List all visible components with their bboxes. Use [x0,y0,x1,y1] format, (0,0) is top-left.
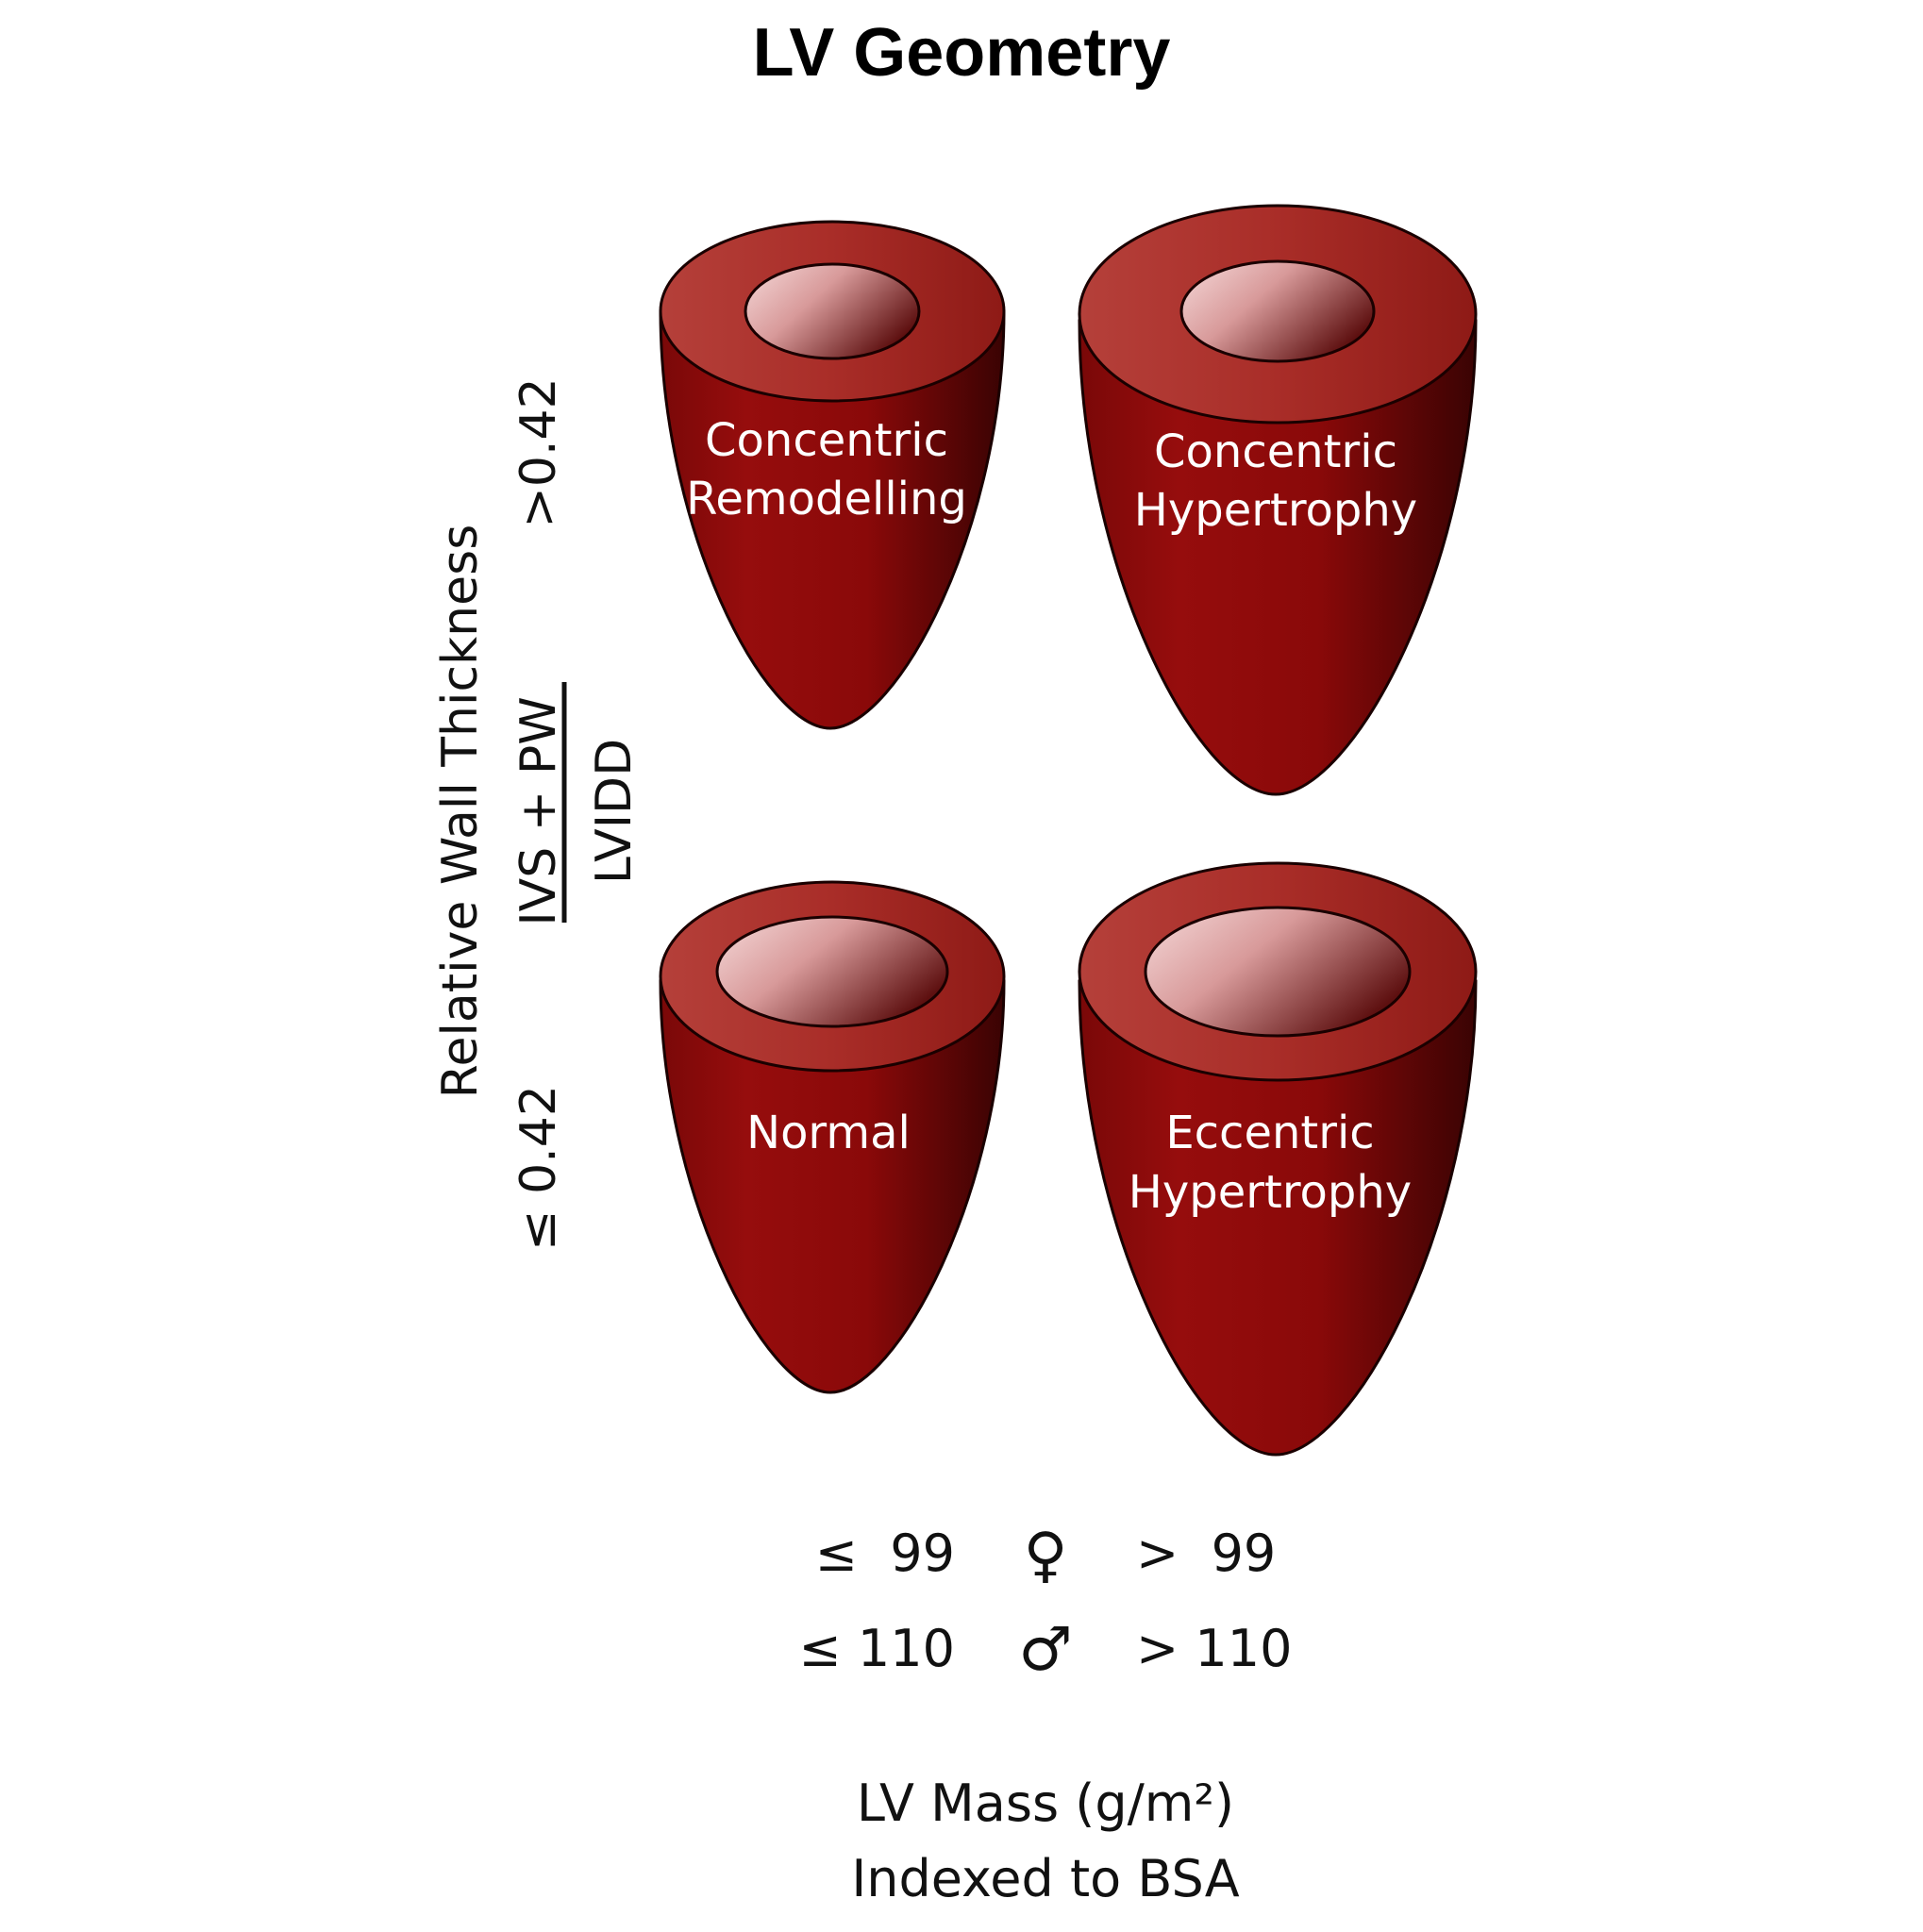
rwt-denominator: LVIDD [586,739,643,884]
mass-threshold-table: ≤ 99 ♀ > 99 ≤ 110 ♂ > 110 [799,1521,1293,1685]
female-high-threshold: > 99 [1136,1524,1276,1583]
rwt-numerator: IVS + PW [510,696,567,925]
y-axis-label: Relative Wall Thickness [432,525,489,1099]
x-axis-label-line1: LV Mass (g/m²) [857,1774,1234,1833]
ventricle-cavity [715,915,949,1028]
ventricle-body [659,309,1006,730]
cell-label-line2: Hypertrophy [1134,484,1417,537]
female-symbol-icon: ♀ [1024,1521,1068,1591]
cell-label-line1: Concentric [705,414,948,467]
male-low-threshold: ≤ 110 [799,1619,955,1678]
diagram-title: LV Geometry [753,15,1171,91]
male-high-threshold: > 110 [1136,1619,1292,1678]
ventricle-cavity [1179,259,1376,363]
cell-label-line1: Eccentric [1165,1107,1374,1159]
ventricle-cavity [744,262,921,360]
ventricle-concentric-remodelling: Concentric Remodelling [659,220,1006,730]
cell-label-line1: Normal [746,1107,911,1159]
ventricle-body [1078,319,1478,796]
rwt-high-threshold: >0.42 [510,377,567,527]
ventricle-cavity [1144,906,1412,1038]
ventricle-normal: Normal [659,880,1006,1394]
ventricle-body [1078,979,1478,1457]
cell-label-line2: Hypertrophy [1129,1166,1412,1219]
rwt-low-threshold: ≤ 0.42 [510,1085,567,1251]
female-low-threshold: ≤ 99 [815,1524,955,1583]
cell-label-line1: Concentric [1154,425,1397,478]
male-symbol-icon: ♂ [1018,1615,1072,1685]
ventricle-eccentric-hypertrophy: Eccentric Hypertrophy [1078,861,1478,1457]
cell-label-line2: Remodelling [686,473,967,525]
ventricle-body [659,979,1006,1394]
x-axis-label-line2: Indexed to BSA [851,1849,1239,1908]
y-axis-label-group: Relative Wall Thickness IVS + PW LVIDD >… [432,377,643,1251]
ventricle-concentric-hypertrophy: Concentric Hypertrophy [1078,204,1478,796]
